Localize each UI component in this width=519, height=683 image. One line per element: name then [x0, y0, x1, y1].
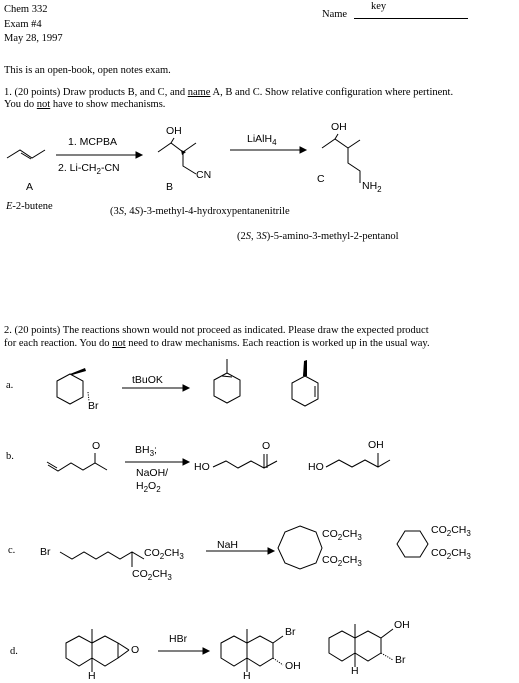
q2d-reagent: HBr	[169, 633, 188, 645]
name-underline	[354, 18, 468, 19]
q2c-label: c.	[8, 545, 16, 556]
q2d-product-1-h: H	[243, 670, 251, 682]
q2b-product-1-structure	[212, 454, 278, 469]
course-title: Chem 332	[4, 4, 48, 15]
q2b-reactant-o: O	[92, 440, 101, 452]
q2c-reactant-ester-2: CO2CH3	[132, 568, 172, 583]
q2a-product-2-structure	[291, 360, 319, 407]
label-c: C	[317, 173, 325, 185]
label-b: B	[166, 181, 174, 193]
q2c-product-1-ester-1: CO2CH3	[322, 528, 362, 543]
q2c-product-1-ester-2: CO2CH3	[322, 554, 362, 569]
q2d-product-2-oh: OH	[394, 619, 410, 631]
q2d-product-2-br: Br	[395, 654, 406, 666]
name-a: E-2-butene	[6, 201, 53, 212]
name-value: key	[371, 1, 387, 12]
q2d-label: d.	[10, 646, 18, 657]
exam-number: Exam #4	[4, 19, 42, 30]
q2d-reactant-structure	[65, 629, 130, 672]
q2d-product-1-oh: OH	[285, 660, 301, 672]
q2c-product-2-ester-2: CO2CH3	[431, 547, 471, 562]
compound-b-cn: CN	[196, 169, 212, 181]
intro-text: This is an open-book, open notes exam.	[4, 65, 171, 76]
compound-c-structure	[321, 133, 361, 183]
e-2-butene-structure	[6, 149, 46, 160]
q2b-product-2-ho: HO	[308, 461, 324, 473]
q2b-label: b.	[6, 451, 14, 462]
q1-reagent-step1: 1. MCPBA	[68, 136, 118, 148]
compound-c-nh2: NH2	[362, 180, 382, 195]
q2d-product-2-h: H	[351, 665, 359, 677]
q2c-product-1-structure	[277, 525, 323, 570]
q1-instruction-line1: 1. (20 points) Draw products B, and C, a…	[4, 87, 454, 98]
q2b-product-2-oh: OH	[368, 439, 384, 451]
q2d-epoxide-o: O	[131, 644, 140, 656]
q1-instruction-line2: You do not have to show mechanisms.	[4, 99, 166, 110]
q2d-reactant-h: H	[88, 670, 96, 682]
q2b-product-2-structure	[325, 453, 391, 468]
q2a-reactant-structure	[56, 368, 86, 405]
compound-b-structure	[157, 137, 197, 175]
q2a-br: Br	[88, 400, 99, 412]
name-label: Name	[322, 9, 348, 20]
q2c-reagent: NaH	[217, 539, 239, 551]
q2c-product-2-ester-1: CO2CH3	[431, 524, 471, 539]
q2c-product-2-structure	[396, 530, 429, 558]
q2b-reactant-structure	[46, 453, 108, 472]
q2a-label: a.	[6, 380, 14, 391]
q2b-reagent-1: BH3;	[135, 444, 157, 459]
q2-instruction-line2: for each reaction. You do not need to dr…	[4, 338, 430, 349]
q2b-reagent-2: NaOH/	[136, 467, 169, 479]
exam-date: May 28, 1997	[4, 33, 63, 44]
q2c-br: Br	[40, 546, 51, 558]
q2a-product-1-structure	[213, 359, 241, 404]
q2b-product-1-ho: HO	[194, 461, 210, 473]
q2d-product-1-structure	[220, 629, 284, 672]
q2d-product-2-structure	[328, 624, 394, 667]
q2-instruction-line1: 2. (20 points) The reactions shown would…	[4, 325, 429, 336]
q2a-reagent: tBuOK	[132, 374, 163, 386]
compound-b-oh: OH	[166, 125, 182, 137]
q2b-product-1-o: O	[262, 440, 271, 452]
q1-reagent-step2: 2. Li-CH2-CN	[58, 162, 120, 177]
name-b: (3S, 4S)-3-methyl-4-hydroxypentanenitril…	[110, 206, 290, 217]
q2c-reactant-structure	[59, 551, 145, 567]
q2a-hashed-bond	[87, 391, 90, 402]
q2b-reagent-3: H2O2	[136, 480, 161, 495]
q2d-product-1-br: Br	[285, 626, 296, 638]
label-a: A	[26, 181, 34, 193]
q1-reagent-lialh4: LiAlH4	[247, 133, 277, 148]
q2c-reactant-ester-1: CO2CH3	[144, 547, 184, 562]
name-c: (2S, 3S)-5-amino-3-methyl-2-pentanol	[237, 231, 399, 242]
compound-c-oh: OH	[331, 121, 347, 133]
